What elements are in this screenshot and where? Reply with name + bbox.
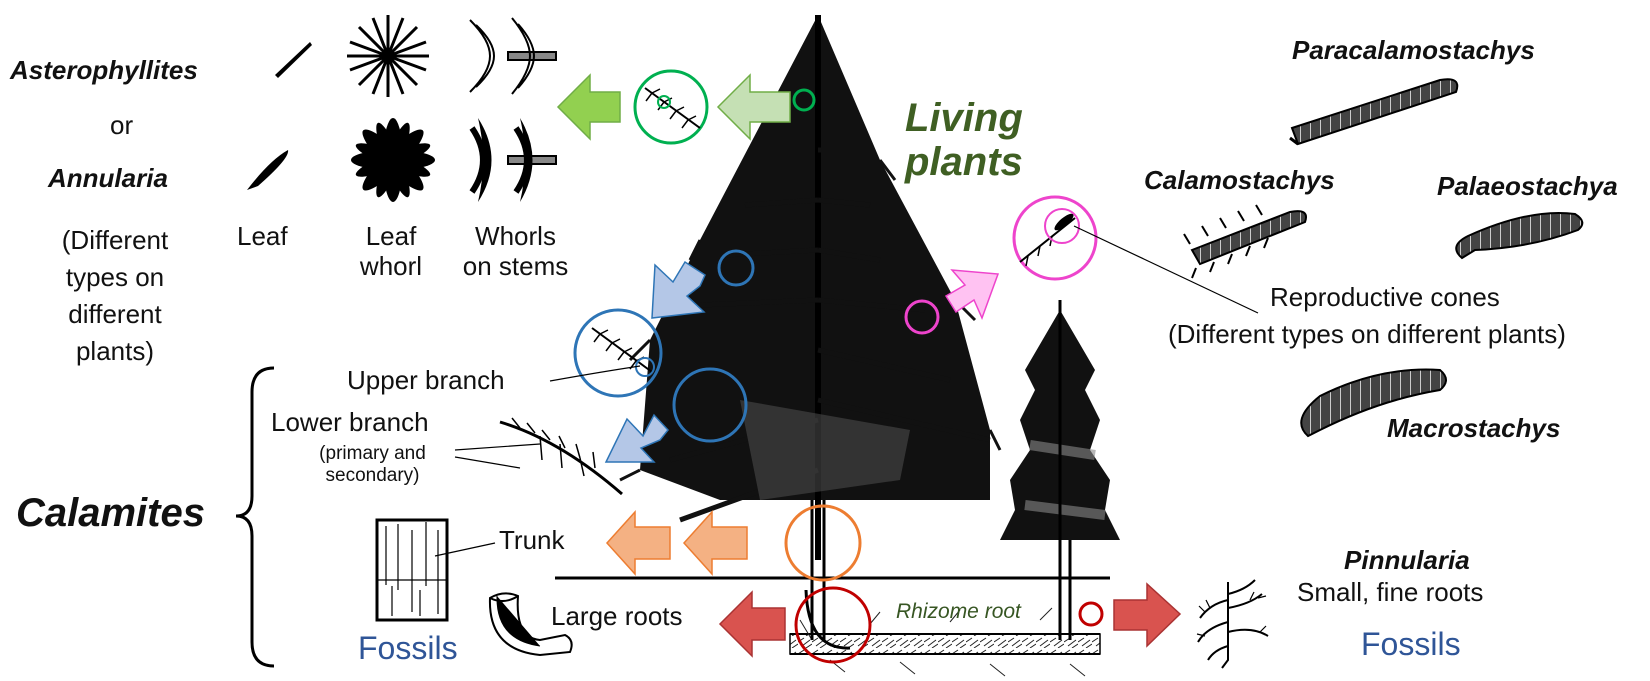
macrostachys-label: Macrostachys xyxy=(1387,413,1561,443)
living-plants-title: Living plants xyxy=(905,96,1023,184)
large-root-arrow xyxy=(718,590,786,658)
trunk-fossil xyxy=(375,518,449,622)
fossils-label-left: Fossils xyxy=(358,630,458,666)
cone-circle-large xyxy=(1012,195,1098,281)
lower-branch-fossil xyxy=(499,417,623,496)
upper-branch-detail xyxy=(591,327,655,377)
lower-branch-leader xyxy=(454,443,541,469)
leaf-arrow-light xyxy=(716,73,791,141)
large-root-fossil xyxy=(488,592,573,657)
asterophyllites-leaf-whorl xyxy=(347,15,429,97)
palaeostachya-label: Palaeostachya xyxy=(1437,171,1618,201)
trunk-circle xyxy=(784,504,862,582)
cone-branch-detail xyxy=(1019,208,1080,267)
upper-branch-circle-small xyxy=(717,249,755,287)
whorls-on-stems-caption: Whorls on stems xyxy=(462,221,569,281)
paracalamostachys-label: Paracalamostachys xyxy=(1292,35,1535,65)
lower-branch-circle xyxy=(672,367,748,443)
small-fine-roots-label: Small, fine roots xyxy=(1297,577,1484,607)
large-root-circle xyxy=(794,586,872,664)
leaf-whorl-caption: Leaf whorl xyxy=(359,221,423,281)
rhizome-root-label: Rhizome root xyxy=(896,600,1021,623)
cones-leader xyxy=(1073,225,1259,314)
or-label: or xyxy=(110,110,134,140)
annularia-leaf xyxy=(247,150,289,190)
leaf-circle-large xyxy=(633,69,709,145)
trunk-leader xyxy=(434,542,496,557)
calamites-brace xyxy=(235,366,275,668)
lower-branch-arrow xyxy=(604,413,669,463)
leaf-circle-small xyxy=(792,88,816,112)
leaf-caption: Leaf xyxy=(237,221,288,251)
annularia-label: Annularia xyxy=(48,163,168,193)
palaeostachya-cone xyxy=(1455,211,1584,260)
calamites-title: Calamites xyxy=(16,491,205,535)
fine-root-arrow xyxy=(1113,582,1182,648)
different-types-note: (Different types on different plants) xyxy=(61,225,169,366)
upper-branch-leader xyxy=(549,365,641,382)
trunk-arrow-1 xyxy=(682,510,748,576)
leaf-arrow xyxy=(556,73,621,141)
trunk-label: Trunk xyxy=(499,525,565,555)
annularia-leaf-whorl xyxy=(351,118,435,202)
upper-branch-arrow xyxy=(651,260,706,319)
upper-branch-label: Upper branch xyxy=(347,365,505,395)
reproductive-cones-label: Reproductive cones xyxy=(1270,282,1500,312)
calamostachys-label: Calamostachys xyxy=(1144,165,1335,195)
annularia-whorls-on-stems xyxy=(469,118,557,202)
asterophyllites-leaf xyxy=(275,42,312,78)
macrostachys-cone xyxy=(1300,368,1447,438)
cone-arrow xyxy=(944,269,1000,321)
trunk-arrow-2 xyxy=(605,510,671,576)
pinnularia-roots xyxy=(1196,579,1269,669)
asterophyllites-whorls-on-stems xyxy=(469,17,557,95)
fossils-label-right: Fossils xyxy=(1361,626,1461,662)
lower-branch-label: Lower branch xyxy=(271,407,429,437)
lower-branch-note: (primary and secondary) xyxy=(319,443,426,486)
pinnularia-label: Pinnularia xyxy=(1344,545,1470,575)
paracalamostachys-cone xyxy=(1289,78,1459,146)
large-calamites-tree xyxy=(619,15,1002,650)
calamostachys-cone xyxy=(1183,204,1307,279)
small-calamites-tree xyxy=(1000,300,1120,640)
upper-branch-circle-large xyxy=(573,308,663,398)
leaf-branch-detail xyxy=(644,87,701,129)
cones-note: (Different types on different plants) xyxy=(1168,319,1566,349)
cone-circle-small xyxy=(904,299,940,335)
fine-root-circle xyxy=(1078,601,1104,627)
large-roots-label: Large roots xyxy=(551,601,683,631)
asterophyllites-label: Asterophyllites xyxy=(10,55,198,85)
